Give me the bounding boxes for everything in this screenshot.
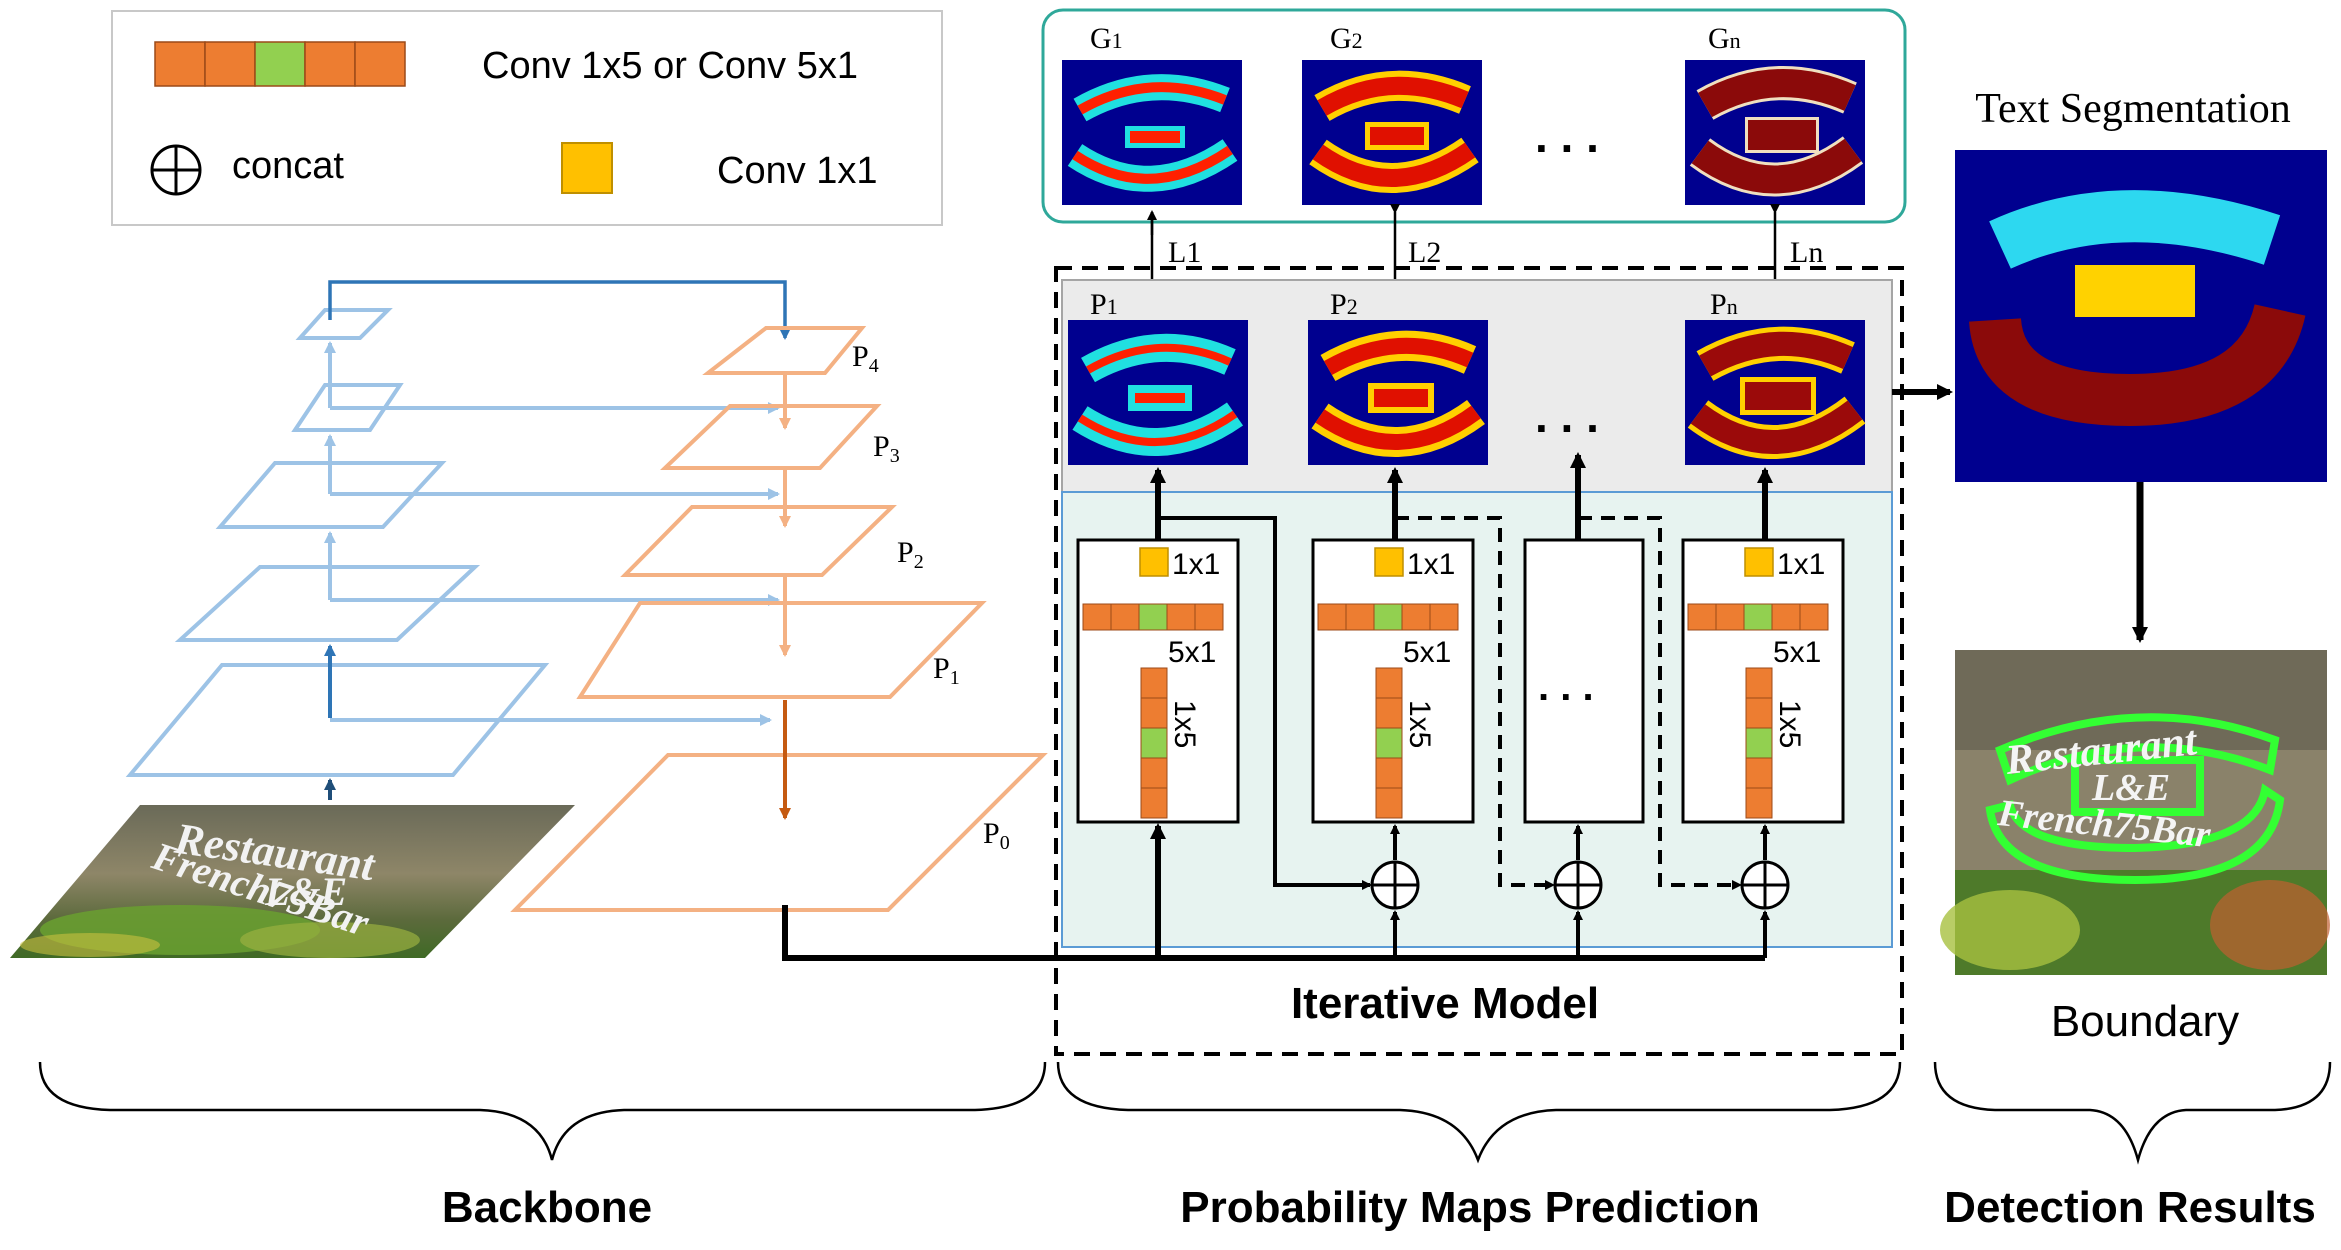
block-ellipsis-text: . . . (1538, 665, 1594, 709)
iterative-model: P1 P2 Pn . . . (782, 266, 1904, 1056)
result-text-line2: L&E (2091, 767, 2170, 809)
probability-brace (1056, 1061, 1902, 1164)
feature-bus (782, 905, 1765, 961)
fpn-plane-p3 (660, 404, 882, 470)
loss-label-ln: Ln (1790, 236, 1823, 269)
conv-block-1: 1x1 5x1 1x5 (1076, 538, 1240, 824)
legend-conv1x1-label: Conv 1x1 (717, 150, 878, 192)
block-2-label-1x5: 1x5 (1403, 700, 1436, 748)
backbone-pyramid: Restaurant L&E French75Bar (10, 280, 791, 958)
legend-conv-strip (154, 41, 406, 87)
section-label-backbone: Backbone (442, 1183, 652, 1232)
concat-node-n (1740, 860, 1790, 910)
concat-node-3 (1553, 860, 1603, 910)
backbone-plane-c3 (215, 461, 447, 529)
boundary-label: Boundary (2051, 997, 2239, 1046)
backbone-brace (38, 1061, 1047, 1161)
ground-truth-panel: G1 G2 Gn . . . (1041, 8, 1907, 224)
gt-label-gn: Gn (1708, 22, 1741, 55)
pred-label-p2: P2 (1330, 288, 1358, 321)
conv-block-ellipsis: . . . (1523, 538, 1645, 824)
backbone-plane-c1 (125, 663, 550, 777)
concat-node-2 (1370, 860, 1420, 910)
block-n-conv-1x5 (1745, 667, 1773, 819)
fpn-label-p0: P0 (983, 817, 1010, 854)
backbone-plane-c5 (295, 308, 393, 340)
pred-to-concat-n (1578, 516, 1742, 890)
gt-map-g1 (1062, 60, 1242, 205)
gt-label-g2: G2 (1330, 22, 1363, 55)
legend-conv-label: Conv 1x5 or Conv 5x1 (482, 45, 858, 87)
pred-map-p1 (1068, 320, 1248, 465)
block-n-label-1x5: 1x5 (1773, 700, 1806, 748)
fpn-label-p4: P4 (852, 340, 879, 377)
block-1-label-5x1: 5x1 (1168, 636, 1216, 669)
section-label-detection: Detection Results (1944, 1183, 2316, 1232)
p1-to-concat-2 (1158, 516, 1372, 890)
block-2-label-1x1: 1x1 (1407, 548, 1455, 581)
backbone-plane-c4 (291, 383, 404, 432)
conv-block-n: 1x1 5x1 1x5 (1681, 538, 1845, 824)
conv-block-2: 1x1 5x1 1x5 (1311, 538, 1475, 824)
fpn-plane-p0 (510, 753, 1048, 912)
section-braces (38, 1061, 2332, 1165)
block-1-conv-1x5 (1140, 667, 1168, 819)
iterative-model-frame (1054, 266, 1904, 1056)
block-2-label-5x1: 5x1 (1403, 636, 1451, 669)
text-segmentation-label: Text Segmentation (1975, 86, 2291, 132)
legend: Conv 1x5 or Conv 5x1 concat Conv 1x1 (111, 10, 943, 226)
block-n-conv-5x1 (1687, 603, 1829, 631)
p2-to-concat-3 (1395, 516, 1555, 890)
pred-map-p2 (1308, 320, 1488, 465)
fpn-label-p3: P3 (873, 430, 900, 467)
gt-map-gn (1685, 60, 1865, 205)
loss-label-l2: L2 (1408, 236, 1441, 269)
fpn-label-p1: P1 (933, 652, 960, 689)
block-1-label-1x5: 1x5 (1168, 700, 1201, 748)
pred-ellipsis: . . . (1535, 390, 1599, 442)
iterative-model-label: Iterative Model (1291, 979, 1599, 1028)
conv1x1-square-icon (561, 142, 613, 194)
block-1-conv-5x1 (1082, 603, 1224, 631)
text-segmentation-map (1955, 150, 2327, 482)
detection-brace (1933, 1061, 2332, 1165)
block-2-conv-1x5 (1375, 667, 1403, 819)
legend-concat-label: concat (232, 145, 344, 187)
gt-map-g2 (1302, 60, 1482, 205)
fpn-plane-p2 (620, 505, 897, 577)
concat-icon (150, 144, 202, 196)
lateral-arrow-c5 (328, 280, 791, 340)
gt-label-g1: G1 (1090, 22, 1123, 55)
block-1-label-1x1: 1x1 (1172, 548, 1220, 581)
backbone-plane-c2 (174, 565, 481, 642)
section-label-probability: Probability Maps Prediction (1180, 1183, 1759, 1232)
block-2-conv-5x1 (1317, 603, 1459, 631)
fpn-plane-p4 (702, 326, 867, 375)
loss-label-l1: L1 (1168, 236, 1201, 269)
feature-pyramid: P4 P3 P2 P1 P0 (510, 326, 1048, 912)
fpn-label-p2: P2 (897, 536, 924, 573)
detection-results: Text Segmentation Restaurant L&E French7… (1940, 86, 2330, 1046)
boundary-result-image: Restaurant L&E French75Bar (1940, 650, 2330, 975)
block-n-label-5x1: 5x1 (1773, 636, 1821, 669)
gt-ellipsis: . . . (1535, 110, 1599, 162)
pred-label-p1: P1 (1090, 288, 1118, 321)
block-n-label-1x1: 1x1 (1777, 548, 1825, 581)
pred-map-pn (1685, 320, 1866, 465)
fpn-plane-p1 (576, 601, 987, 699)
pred-label-pn: Pn (1710, 288, 1738, 321)
photo-text-line2: L&E (264, 869, 347, 914)
